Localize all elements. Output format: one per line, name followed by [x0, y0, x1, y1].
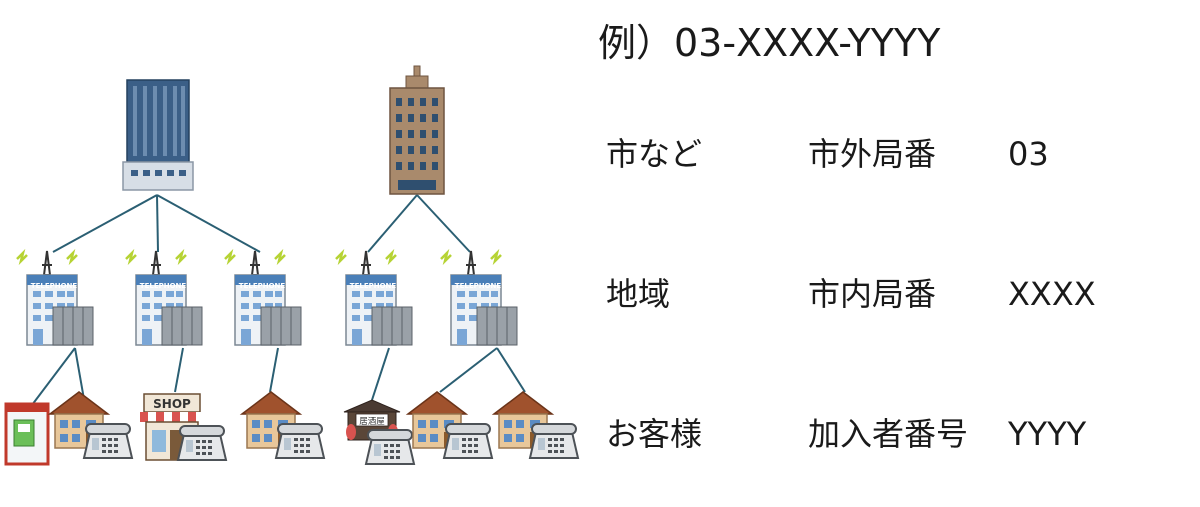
exchange-2-icon: TELEPHONE: [124, 249, 204, 347]
izakaya-sign: 居酒屋: [359, 417, 385, 427]
connection-lines: [31, 194, 526, 406]
telephone-sign-1: TELEPHONE: [31, 282, 78, 290]
exchange-5-icon: TELEPHONE: [439, 249, 519, 347]
telephone-sign-5: TELEPHONE: [455, 282, 502, 290]
level-label-customer: お客様: [606, 415, 703, 453]
phone-booth-icon: [4, 402, 50, 466]
value-local-code: XXXX: [1008, 275, 1096, 313]
shop-sign: SHOP: [153, 397, 191, 411]
example-number: 例）03-XXXX-YYYY: [598, 21, 941, 65]
telephone-sign-3: TELEPHONE: [239, 282, 286, 290]
term-subscriber-number: 加入者番号: [808, 415, 969, 453]
phone-5-icon: [443, 423, 493, 459]
value-area-code: 03: [1008, 135, 1049, 173]
izakaya-icon: 居酒屋: [343, 399, 401, 441]
network-hierarchy-diagram: TELEPHONE TELEPHONE TELEPHONE TELEPHONE …: [4, 65, 579, 466]
exchange-4-icon: TELEPHONE: [334, 249, 414, 347]
phone-2-icon: [177, 425, 227, 461]
term-local-code: 市内局番: [808, 275, 937, 313]
value-subscriber-number: YYYY: [1008, 415, 1087, 453]
exchange-1-icon: TELEPHONE: [15, 249, 95, 347]
exchange-3-icon: TELEPHONE: [223, 249, 303, 347]
level-label-region: 地域: [606, 275, 671, 313]
phone-6-icon: [529, 423, 579, 459]
city-tower-brown-icon: [389, 65, 445, 195]
term-area-code: 市外局番: [808, 135, 937, 173]
phone-3-icon: [275, 423, 325, 459]
phone-1-icon: [83, 423, 133, 459]
level-label-city: 市など: [606, 135, 703, 173]
city-tower-blue-icon: [122, 79, 194, 191]
phone-4-icon: [365, 429, 415, 465]
telephone-sign-4: TELEPHONE: [350, 282, 397, 290]
telephone-sign-2: TELEPHONE: [140, 282, 187, 290]
